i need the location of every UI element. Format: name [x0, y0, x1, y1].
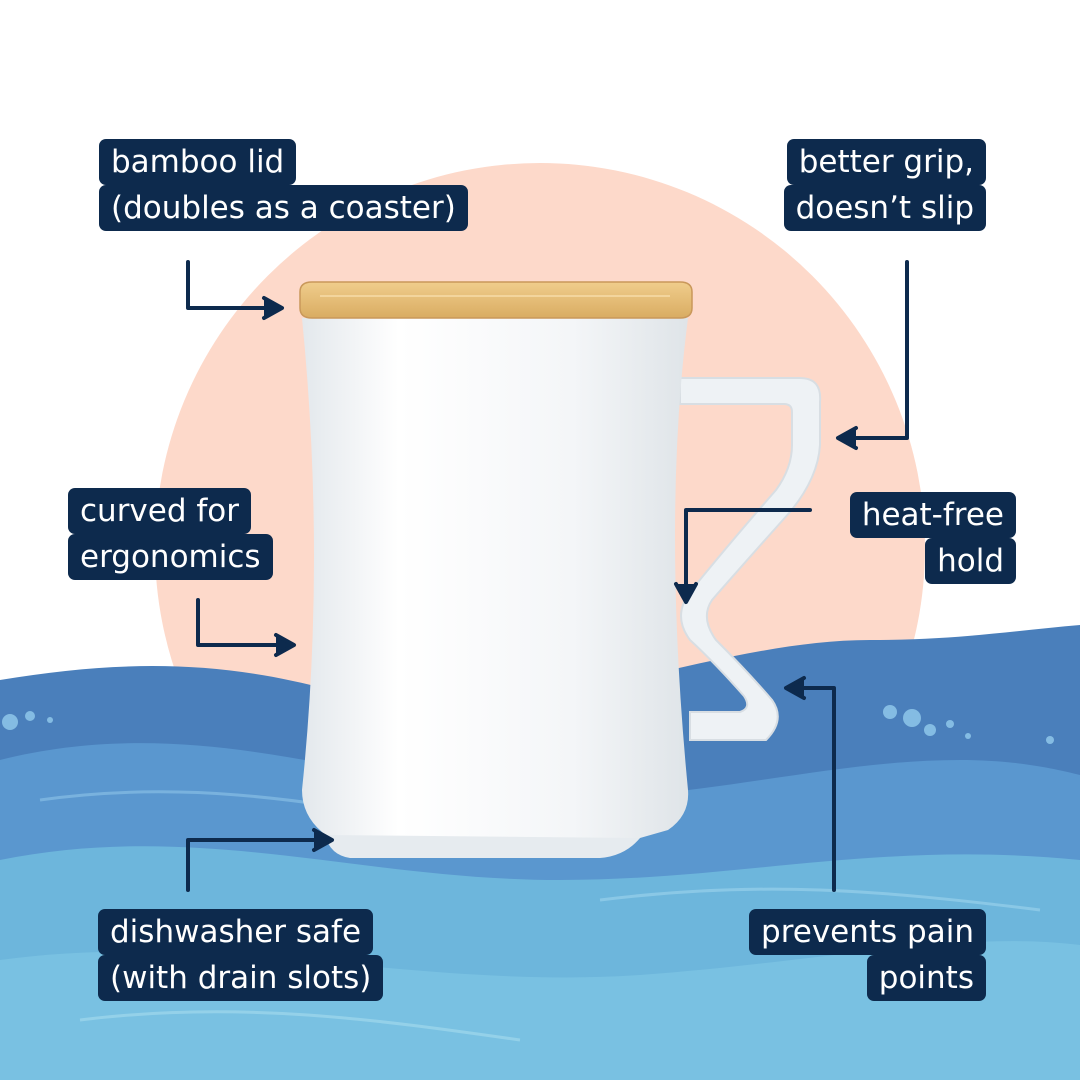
heat-arrow	[684, 508, 812, 594]
callout-line: ergonomics	[68, 534, 273, 580]
wave-streak	[599, 887, 1041, 912]
callout-line: hold	[925, 538, 1016, 584]
dishwasher-arrowhead	[312, 828, 334, 852]
callout-line: heat-free	[849, 492, 1016, 538]
bamboo-lid	[299, 281, 693, 319]
callout-better-grip: better grip, doesn’t slip	[783, 139, 986, 231]
curve-arrow	[196, 598, 286, 647]
callout-bamboo-lid: bamboo lid (doubles as a coaster)	[99, 139, 468, 231]
mug-body	[302, 318, 689, 848]
mug-base	[325, 835, 640, 858]
mug	[299, 281, 822, 858]
callout-line: doesn’t slip	[783, 185, 986, 231]
callout-line: better grip,	[786, 139, 986, 185]
pain-arrow	[794, 686, 836, 892]
callout-pain-points: prevents pain points	[749, 909, 986, 1001]
callout-line: points	[866, 955, 986, 1001]
callout-line: (with drain slots)	[98, 955, 384, 1001]
callout-line: (doubles as a coaster)	[99, 185, 468, 231]
callout-line: curved for	[68, 488, 252, 534]
curve-arrowhead	[274, 633, 296, 657]
dishwasher-arrow	[186, 838, 324, 892]
callout-curved: curved for ergonomics	[68, 488, 273, 580]
wave-streak	[79, 1010, 521, 1042]
mug-handle	[679, 377, 822, 741]
callout-line: dishwasher safe	[98, 909, 374, 955]
heat-arrowhead	[674, 582, 698, 604]
callout-line: prevents pain	[749, 909, 986, 955]
grip-arrowhead	[836, 426, 858, 450]
callout-arrows	[186, 260, 909, 892]
bubbles	[2, 705, 1054, 744]
lid-arrowhead	[262, 296, 284, 320]
lid-arrow	[186, 260, 274, 310]
callout-heat-free: heat-free hold	[849, 492, 1016, 584]
callout-line: bamboo lid	[99, 139, 297, 185]
pain-arrowhead	[784, 676, 806, 700]
grip-arrow	[844, 260, 909, 440]
callout-dishwasher-safe: dishwasher safe (with drain slots)	[98, 909, 384, 1001]
